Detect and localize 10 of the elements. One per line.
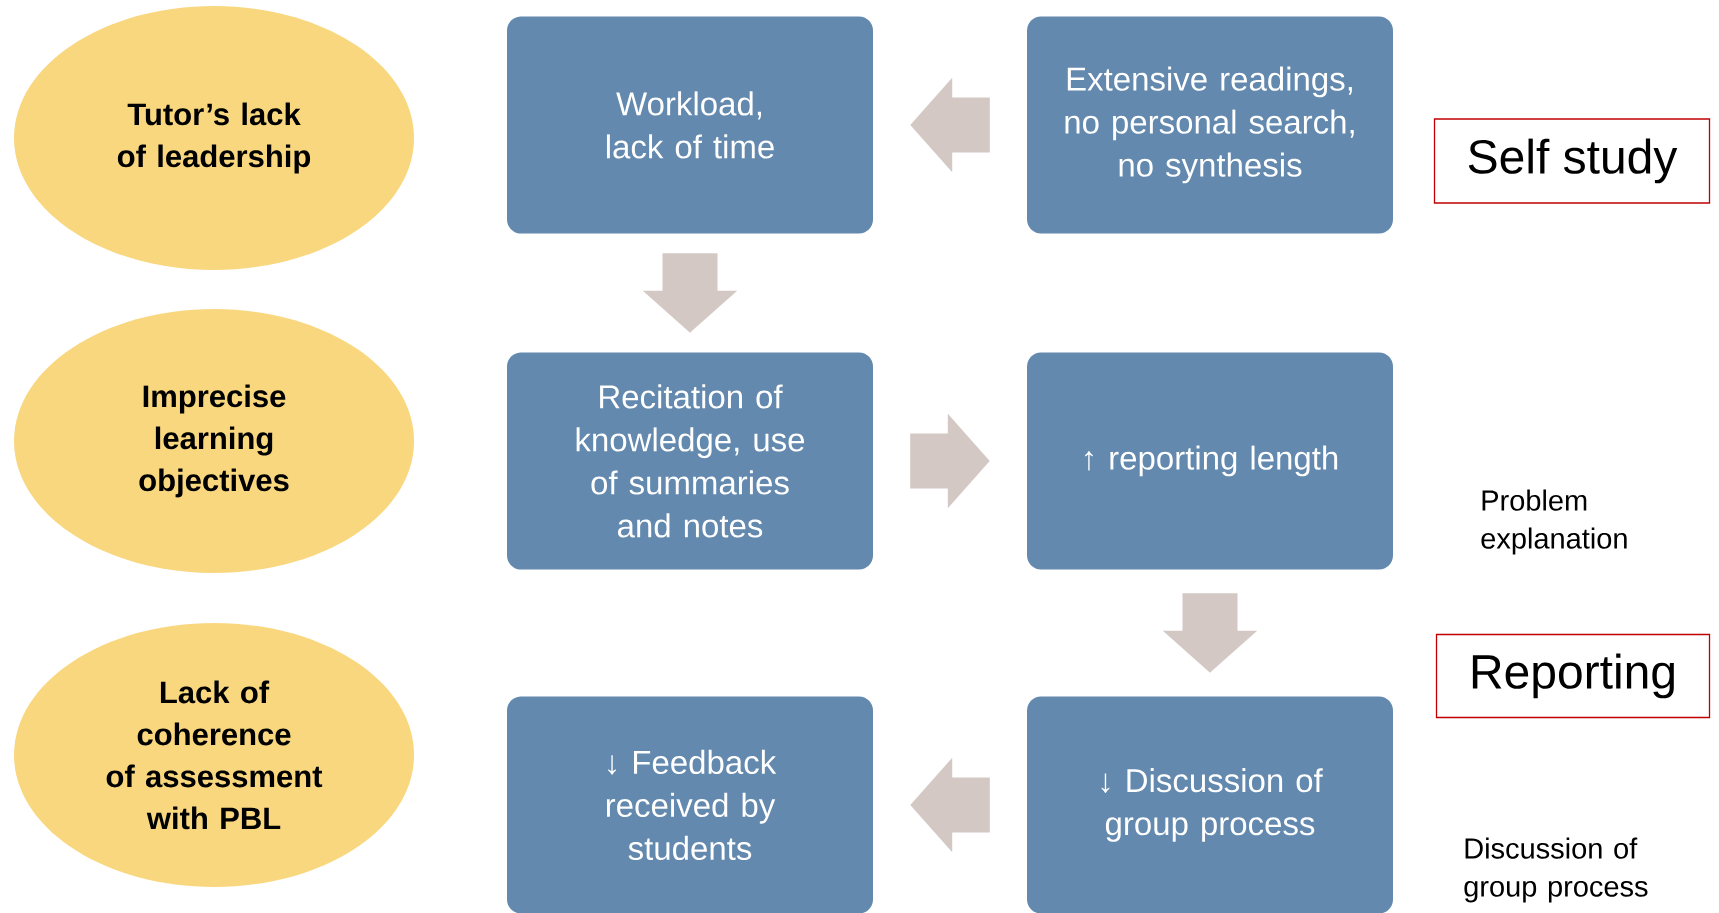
phase-label: Problem explanation (1481, 489, 1627, 555)
phase-label: Discussion of group process (1464, 837, 1648, 903)
process-box: ↑ reporting length (1027, 352, 1393, 570)
phase-box: Self study (1433, 118, 1711, 204)
process-box: ↓ Feedback received by students (507, 696, 873, 913)
process-box: Extensive readings, no personal search, no synthesis (1027, 16, 1393, 234)
process-box: Workload, lack of time (507, 16, 873, 234)
phase-box: Reporting (1435, 633, 1711, 719)
process-box: ↓ Discussion of group process (1027, 696, 1393, 913)
process-box: Recitation of knowledge, use of summaries and notes (507, 352, 873, 570)
